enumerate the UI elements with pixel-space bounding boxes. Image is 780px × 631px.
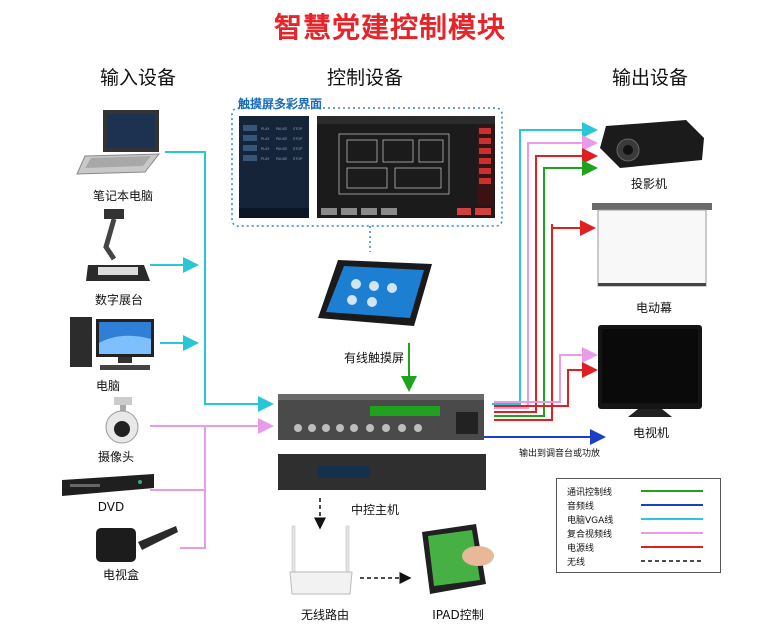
legend-label-control: 通讯控制线 [567, 488, 613, 498]
svg-text:PAUSE: PAUSE [276, 157, 287, 161]
menu-screen-art: PLAY PAUSE STOP PLAY PAUSE STOP PLAY PAUSE STO… [239, 116, 309, 218]
legend-swatches [641, 490, 703, 562]
input-label-doc-camera: 数字展台 [94, 293, 143, 307]
input-label-tv-box: 电视盒 [102, 568, 139, 582]
output-label-screen: 电动幕 [635, 301, 672, 315]
svg-text:PLAY: PLAY [261, 127, 270, 131]
svg-text:PLAY: PLAY [261, 137, 270, 141]
input-label-computer: 电脑 [95, 379, 120, 393]
input-label-camera: 摄像头 [97, 450, 134, 464]
ipad-icon [416, 522, 500, 600]
legend-label-vga: 电脑VGA线 [567, 516, 614, 526]
input-label-dvd: DVD [97, 500, 125, 514]
legend-label-audio: 音频线 [567, 502, 595, 512]
touch-ui-frame [231, 107, 503, 227]
output-devices-header: 输出设备 [612, 67, 689, 89]
svg-text:PAUSE: PAUSE [276, 137, 287, 141]
legend: 通讯控制线 音频线 电脑VGA线 复合视频线 电源线 无线 [556, 478, 721, 573]
touch-ui-menu-screen: PLAY PAUSE STOP PLAY PAUSE STOP PLAY PAUSE STO… [239, 116, 309, 218]
svg-text:PLAY: PLAY [261, 147, 270, 151]
camera-icon [96, 397, 148, 445]
svg-text:PAUSE: PAUSE [276, 147, 287, 151]
central-controller-label: 中控主机 [350, 503, 399, 517]
ipad-label: IPAD控制 [432, 608, 484, 622]
touch-ui-caption: 触摸屏多彩界面 [238, 97, 323, 111]
touchscreen-label: 有线触摸屏 [343, 351, 404, 365]
floorplan-screen-art [317, 116, 495, 215]
vga-lines [150, 151, 274, 412]
electric-screen-icon [592, 203, 712, 289]
svg-text:STOP: STOP [293, 147, 302, 151]
output-lines [480, 122, 606, 445]
svg-text:STOP: STOP [293, 157, 302, 161]
central-controller-icon [278, 392, 498, 496]
television-icon [598, 325, 706, 419]
tv-box-icon [94, 522, 180, 564]
legend-label-power: 电源线 [567, 544, 595, 554]
output-label-tv: 电视机 [632, 426, 669, 440]
touch-ui-floorplan-screen [317, 116, 495, 218]
legend-label-composite: 复合视频线 [567, 530, 613, 540]
input-label-laptop: 笔记本电脑 [92, 189, 153, 203]
output-label-projector: 投影机 [630, 177, 667, 191]
wireless-router-icon [286, 524, 356, 598]
svg-text:PAUSE: PAUSE [276, 127, 287, 131]
page-title: 智慧党建控制模块 [273, 11, 506, 44]
svg-text:STOP: STOP [293, 127, 302, 131]
router-label: 无线路由 [300, 608, 349, 622]
laptop-icon [75, 108, 165, 176]
document-camera-icon [84, 207, 154, 287]
legend-label-wireless: 无线 [567, 558, 586, 568]
wireless-lines [314, 498, 412, 584]
svg-text:PLAY: PLAY [261, 157, 270, 161]
svg-text:STOP: STOP [293, 137, 302, 141]
projector-icon [598, 118, 708, 172]
touchscreen-panel-icon [316, 256, 434, 342]
desktop-computer-icon [66, 313, 162, 373]
composite-lines [150, 418, 274, 549]
input-devices-header: 输入设备 [100, 67, 177, 89]
dvd-player-icon [60, 472, 156, 498]
output-note: 输出到调音台或功放 [519, 449, 601, 459]
control-devices-header: 控制设备 [327, 67, 404, 89]
